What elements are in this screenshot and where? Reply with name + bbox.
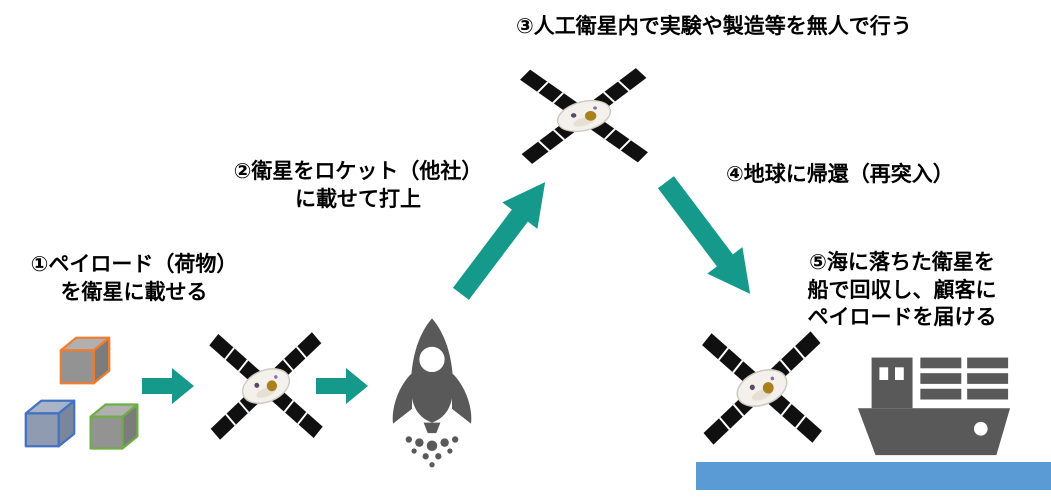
step2-label-line1: ②衛星をロケット（他社） — [233, 160, 483, 183]
step4-label: ④地球に帰還（再突入） — [726, 161, 954, 189]
step2-label: ②衛星をロケット（他社） に載せて打上 — [222, 158, 494, 213]
sea-bar — [696, 462, 1051, 490]
payload-cube-blue-icon — [24, 399, 76, 448]
arrow-satellite-to-rocket-icon — [316, 368, 368, 404]
step2-label-line2: に載せて打上 — [295, 187, 421, 211]
arrow-payload-to-satellite-icon — [142, 368, 194, 404]
step5-label: ⑤海に落ちた衛星を 船で回収し、顧客に ペイロードを届ける — [782, 249, 1022, 332]
rocket-icon — [392, 318, 472, 468]
step1-label-line1: ①ペイロード（荷物） — [30, 253, 238, 276]
payload-cube-orange-icon — [59, 336, 111, 385]
satellite-icon-splashdown — [701, 330, 823, 446]
step3-label-line1: ③人工衛星内で実験や製造等を無人で行う — [516, 15, 912, 38]
ship-icon — [857, 357, 1011, 456]
step4-label-line1: ④地球に帰還（再突入） — [726, 163, 954, 186]
step5-label-line3: ペイロードを届ける — [807, 306, 997, 330]
step1-label-line2: を衛星に載せる — [60, 280, 208, 304]
step1-label: ①ペイロード（荷物） を衛星に載せる — [14, 251, 254, 306]
arrow-launch-ascent-icon — [452, 182, 546, 300]
satellite-icon-loading — [208, 331, 324, 441]
step3-label: ③人工衛星内で実験や製造等を無人で行う — [516, 13, 912, 41]
arrow-reentry-descent-icon — [657, 176, 751, 294]
step5-label-line2: 船で回収し、顧客に — [807, 278, 997, 302]
payload-cube-green-icon — [89, 403, 139, 450]
step5-label-line1: ⑤海に落ちた衛星を — [809, 251, 995, 274]
satellite-icon-orbit — [519, 67, 649, 165]
